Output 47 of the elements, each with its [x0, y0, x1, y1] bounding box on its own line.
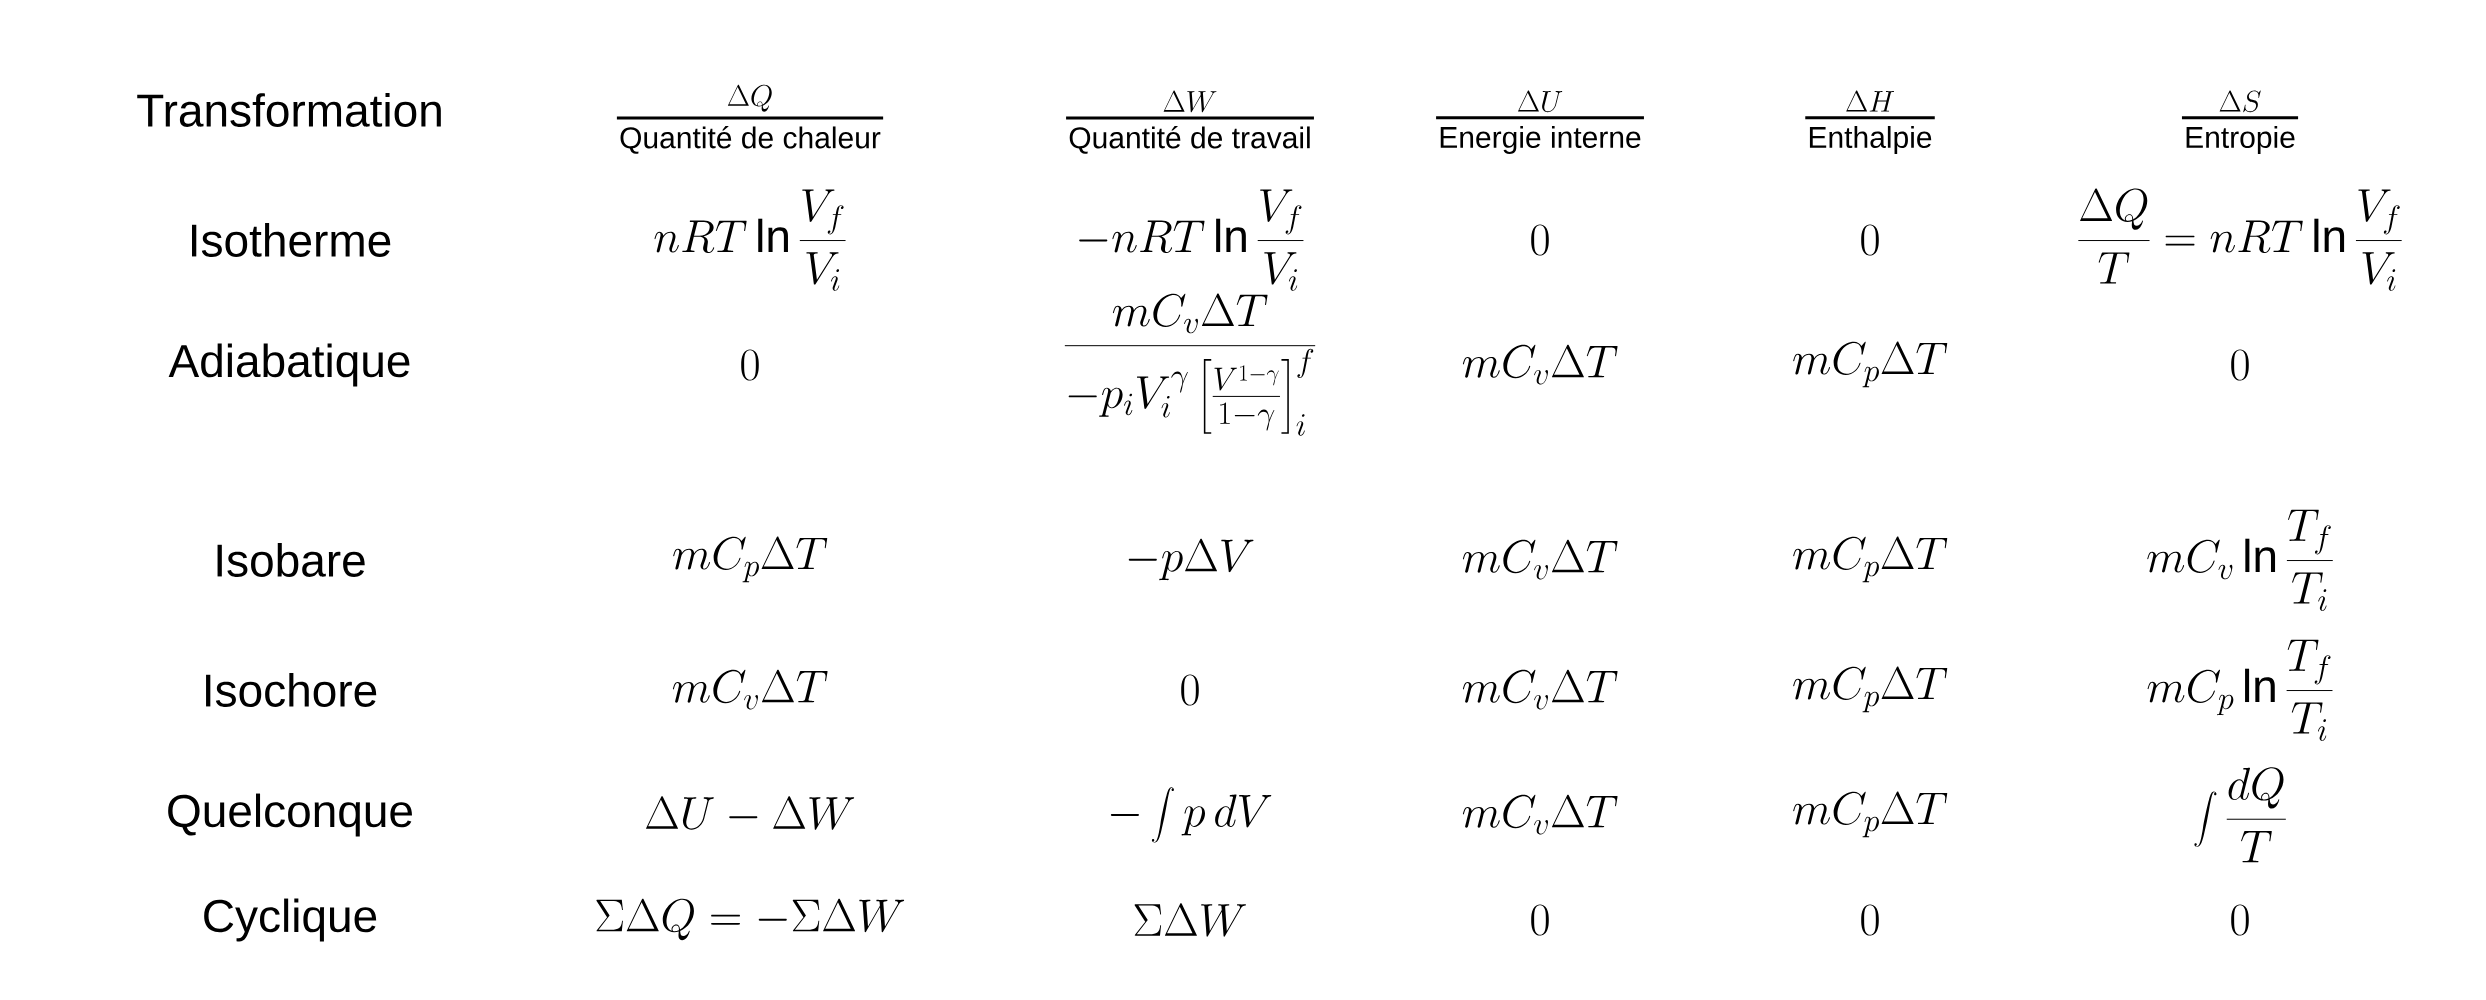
- formula-cell: $0$: [1531, 224, 1549, 256]
- formula-cell: $0$: [2231, 904, 2249, 936]
- row-label: Isotherme: [192, 223, 391, 257]
- header-symbol: $\Delta S$: [2219, 90, 2261, 113]
- formula-cell: $\frac{\Delta Q}{T}=nRT\ln\frac{V_f}{V_i}$: [2078, 188, 2402, 291]
- formula-cell: $0$: [2231, 349, 2249, 381]
- formula-cell: $0$: [741, 349, 759, 381]
- formula-cell: $\frac{mC_v\Delta T}{-p_iV_i^{\gamma}\left[\frac{V^{1-\gamma}}{1-\gamma}\right]_i^f}$: [1064, 293, 1316, 436]
- formula-cell: $mC_v\ln\frac{T_f}{T_i}$: [2147, 509, 2333, 611]
- formula-cell: $mC_p\Delta T$: [1793, 341, 1948, 388]
- header-symbol: $\Delta Q$: [727, 84, 772, 112]
- formula-cell: $\Delta U-\Delta W$: [646, 796, 855, 830]
- formula-cell: $\Sigma\Delta W$: [1134, 903, 1246, 937]
- column-header: Entropie: [2186, 126, 2295, 154]
- header-symbol: $\Delta U$: [1518, 90, 1563, 113]
- formula-cell: $0$: [1861, 224, 1879, 256]
- formula-cell: $mC_p\Delta T$: [1793, 666, 1948, 713]
- row-label: Adiabatique: [168, 343, 410, 387]
- column-header: Enthalpie: [1809, 126, 1932, 154]
- formula-cell: $mC_v\Delta T$: [672, 669, 828, 710]
- formula-cell: $-\int p\,dV$: [1110, 787, 1272, 843]
- column-header: Energie interne: [1440, 126, 1641, 154]
- header-symbol: $\Delta H$: [1846, 90, 1894, 112]
- formula-cell: $mC_p\Delta T$: [673, 536, 828, 583]
- row-label: Isochore: [206, 673, 377, 707]
- formula-cell: $mC_v\Delta T$: [1462, 539, 1618, 580]
- formula-cell: $-nRT\ln\frac{V_f}{V_i}$: [1079, 189, 1304, 291]
- formula-cell: $mC_v\Delta T$: [1462, 344, 1618, 385]
- column-header: Quantité de chaleur: [620, 126, 881, 154]
- formula-cell: $\int\frac{dQ}{T}$: [2194, 767, 2286, 863]
- row-label: Quelconque: [168, 793, 412, 837]
- formula-cell: $mC_p\Delta T$: [1793, 791, 1948, 838]
- formula-cell: $nRT\ln\frac{V_f}{V_i}$: [654, 189, 846, 291]
- formula-cell: $mC_p\ln\frac{T_f}{T_i}$: [2147, 639, 2333, 741]
- column-header: Quantité de travail: [1069, 126, 1310, 154]
- formula-cell: $\Sigma\Delta Q=-\Sigma\Delta W$: [596, 898, 905, 941]
- header-symbol: $\Delta W$: [1163, 90, 1217, 113]
- formula-cell: $mC_v\Delta T$: [1462, 669, 1618, 710]
- formula-cell: $-p\Delta V$: [1128, 538, 1254, 581]
- formula-cell: $mC_p\Delta T$: [1793, 536, 1948, 583]
- formula-cell: $0$: [1861, 904, 1879, 936]
- row-label: Isobare: [217, 543, 365, 577]
- row-label: Cyclique: [204, 898, 377, 942]
- formula-cell: $mC_v\Delta T$: [1462, 794, 1618, 835]
- formula-cell: $0$: [1531, 904, 1549, 936]
- formula-cell: $0$: [1181, 674, 1199, 706]
- column-header: Transformation: [137, 93, 441, 127]
